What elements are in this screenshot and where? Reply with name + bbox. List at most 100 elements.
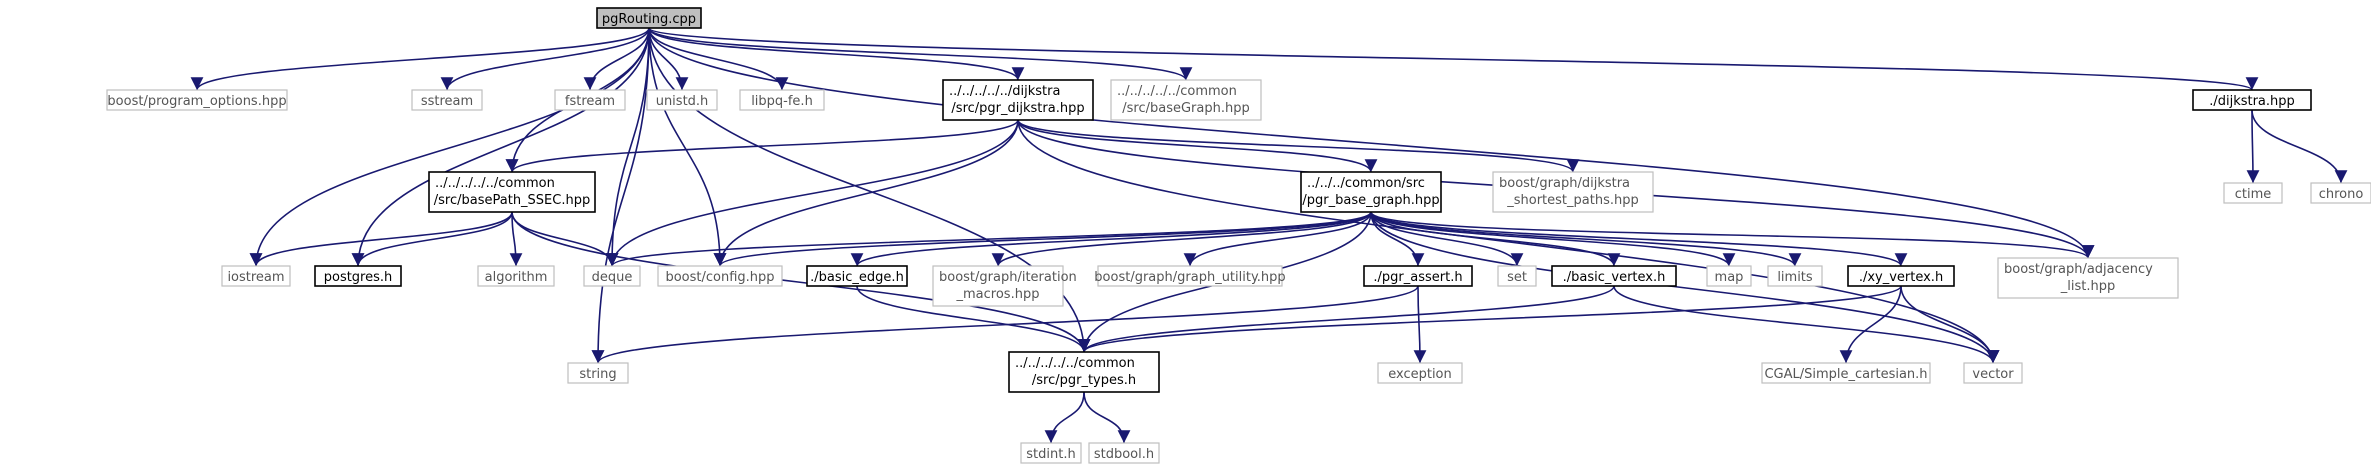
node-box: [1551, 265, 1677, 287]
node-ctime: ctime: [2223, 182, 2283, 204]
node-box: [1097, 265, 1283, 287]
edge-xy_vertex-to-vector: [1900, 285, 2000, 364]
node-label: string: [579, 367, 616, 382]
node-root[interactable]: pgRouting.cpp: [596, 7, 702, 29]
node-label: set: [1507, 270, 1527, 285]
edge-pgr_dijkstra-to-pgr_base_graph: [1017, 119, 1378, 173]
edge-pgr_base_graph-to-iteration_macros: [991, 211, 1372, 267]
node-basePath[interactable]: ../../../../../common/src/basePath_SSEC.…: [428, 171, 596, 213]
node-pgr-dijkstra[interactable]: ../../../../../dijkstra/src/pgr_dijkstra…: [942, 79, 1094, 121]
node-vector: vector: [1963, 362, 2023, 384]
node-box: [221, 265, 291, 287]
node-label: stdint.h: [1026, 447, 1075, 462]
node-boost-config: boost/config.hpp: [657, 265, 783, 287]
node-xy-vertex[interactable]: ./xy_vertex.h: [1847, 265, 1955, 287]
node-box: [477, 265, 555, 287]
node-label: ./xy_vertex.h: [1859, 270, 1943, 285]
edge-pgr_dijkstra-to-basePath: [505, 119, 1019, 173]
node-label: /pgr_base_graph.hpp: [1302, 193, 1439, 208]
edge-root-to-boost_config: [648, 27, 727, 267]
node-pgr-base-graph[interactable]: ../../../common/src/pgr_base_graph.hpp: [1300, 171, 1442, 213]
node-box: [1020, 442, 1082, 464]
edge-root-to-string: [591, 27, 650, 364]
node-label: map: [1715, 270, 1744, 285]
node-label: _list.hpp: [2060, 279, 2115, 294]
node-box: [1997, 257, 2179, 299]
edge-pgr_assert-to-string: [591, 285, 1419, 364]
node-label: boost/graph/graph_utility.hpp: [1094, 270, 1285, 285]
node-label: ./dijkstra.hpp: [2209, 94, 2295, 109]
edge-pgr_dijkstra-to-vector: [1017, 119, 2000, 364]
node-label: iostream: [227, 270, 284, 285]
node-dijkstra-hpp[interactable]: ./dijkstra.hpp: [2192, 89, 2312, 111]
node-pgr-types[interactable]: ../../../../../common/src/pgr_types.h: [1008, 351, 1160, 393]
edge-basePath-to-postgres: [351, 211, 513, 267]
node-label: boost/graph/adjacency: [2004, 262, 2153, 277]
node-box: [106, 89, 288, 111]
node-label: /src/pgr_types.h: [1032, 373, 1136, 388]
edge-pgr_assert-to-exception: [1413, 285, 1427, 364]
node-box: [596, 7, 702, 29]
node-label: libpq-fe.h: [751, 94, 813, 109]
edge-root-to-program_options: [190, 27, 650, 91]
node-postgres[interactable]: postgres.h: [314, 265, 402, 287]
node-label: boost/graph/iteration: [939, 270, 1077, 285]
node-chrono: chrono: [2310, 182, 2371, 204]
node-box: [567, 362, 629, 384]
node-box: [1767, 265, 1823, 287]
node-stdint: stdint.h: [1020, 442, 1082, 464]
node-box: [806, 265, 908, 287]
node-label: ./pgr_assert.h: [1373, 270, 1462, 285]
node-box: [1761, 362, 1931, 384]
edge-xy_vertex-to-cgal: [1839, 285, 1902, 364]
edge-pgr_base_graph-to-adjacency_list: [1370, 211, 2095, 259]
node-string: string: [567, 362, 629, 384]
node-adjacency-list: boost/graph/adjacency _list.hpp: [1997, 257, 2179, 299]
edge-pgr_base_graph-to-basic_vertex: [1370, 211, 1621, 267]
edge-root-to-adjacency_list: [648, 27, 2095, 259]
edge-pgr_base_graph-to-vector: [1370, 211, 2000, 364]
node-box: [646, 89, 718, 111]
node-box: [411, 89, 483, 111]
edge-basic_edge-to-pgr_types: [856, 285, 1091, 353]
edge-pgr_dijkstra-to-deque: [605, 119, 1019, 267]
node-box: [428, 171, 596, 213]
node-label: fstream: [565, 94, 615, 109]
node-basic-vertex[interactable]: ./basic_vertex.h: [1551, 265, 1677, 287]
edge-root-to-iostream: [249, 27, 650, 267]
node-label: chrono: [2319, 187, 2364, 202]
node-map: map: [1706, 265, 1752, 287]
node-label: boost/graph/dijkstra: [1499, 176, 1630, 191]
node-label: /src/pgr_dijkstra.hpp: [951, 101, 1084, 116]
edge-pgr_types-to-stdbool: [1083, 391, 1131, 444]
node-box: [1377, 362, 1463, 384]
node-label: algorithm: [485, 270, 548, 285]
node-algorithm: algorithm: [477, 265, 555, 287]
edge-pgr_base_graph-to-map: [1370, 211, 1736, 267]
edge-pgr_dijkstra-to-dijkstra_sp: [1017, 119, 1580, 173]
node-basic-edge[interactable]: ./basic_edge.h: [806, 265, 908, 287]
node-box: [739, 89, 825, 111]
node-label: ./basic_edge.h: [810, 270, 904, 285]
node-box: [314, 265, 402, 287]
edge-root-to-sstream: [440, 27, 650, 91]
node-box: [1963, 362, 2023, 384]
node-deque: deque: [583, 265, 641, 287]
node-dijkstra-sp: boost/graph/dijkstra_shortest_paths.hpp: [1492, 171, 1654, 213]
edge-basic_vertex-to-pgr_types: [1077, 285, 1615, 353]
edge-pgr_base_graph-to-limits: [1370, 211, 1802, 267]
edge-basePath-to-pgr_types: [511, 211, 1091, 353]
node-label: stdbool.h: [1094, 447, 1154, 462]
edge-basic_vertex-to-vector: [1613, 285, 2000, 364]
node-box: [1300, 171, 1442, 213]
edge-basePath-to-deque: [511, 211, 619, 267]
node-label: deque: [592, 270, 633, 285]
node-pgr-assert[interactable]: ./pgr_assert.h: [1363, 265, 1473, 287]
edge-dijkstra_hpp-to-ctime: [2246, 109, 2260, 184]
node-set: set: [1497, 265, 1537, 287]
node-label: ../../../../../dijkstra: [949, 84, 1060, 99]
node-label: CGAL/Simple_cartesian.h: [1764, 367, 1927, 382]
node-label: vector: [1972, 367, 2014, 382]
edge-root-to-fstream: [583, 27, 650, 91]
